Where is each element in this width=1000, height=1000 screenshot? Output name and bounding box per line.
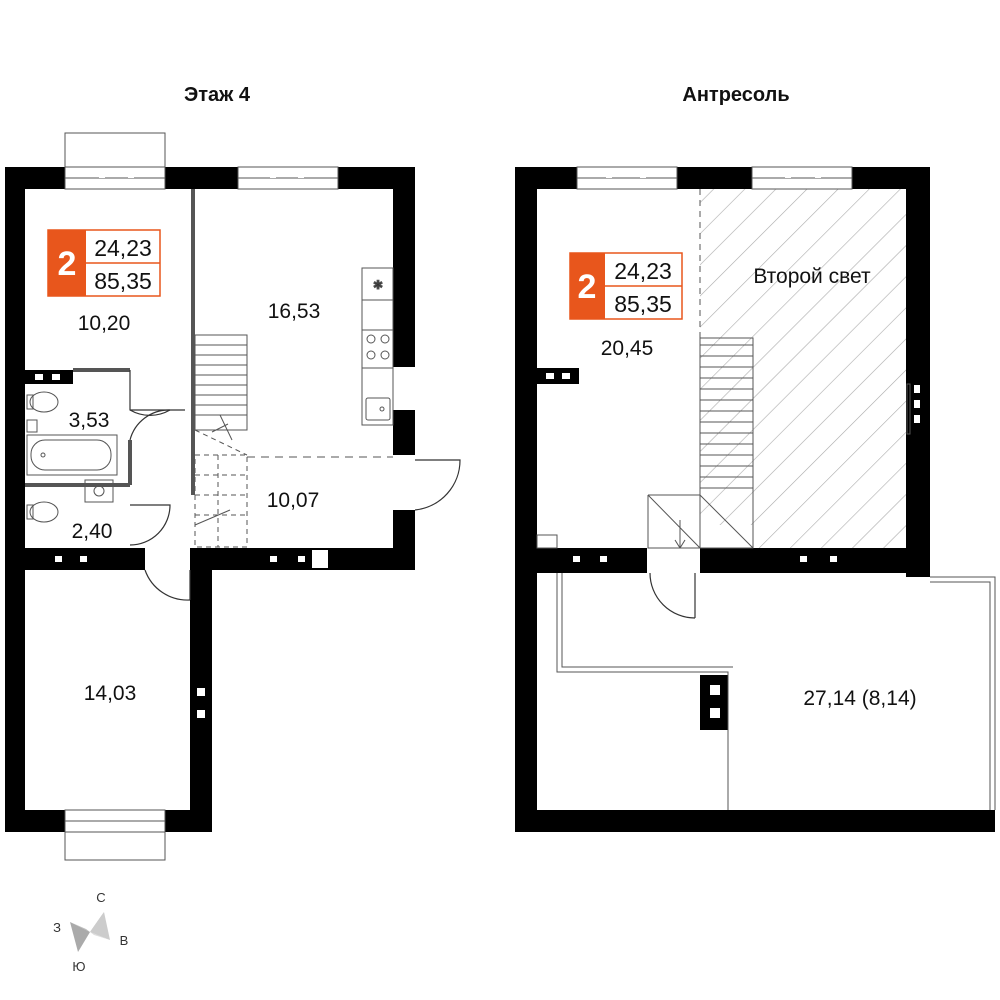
badge-total-area: 85,35 (94, 268, 152, 294)
double-height-area (700, 189, 906, 548)
bathroom-fixtures (26, 391, 118, 523)
badge-total-area: 85,35 (614, 291, 672, 317)
room-area-room: 14,03 (84, 682, 137, 705)
svg-text:✱: ✱ (373, 278, 383, 292)
floor-4-plan: Этаж 4 (5, 84, 461, 861)
compass-north-label: С (96, 890, 105, 905)
room-area-bathroom: 3,53 (69, 409, 110, 432)
badge-living-area: 24,23 (614, 258, 672, 284)
interior-walls (25, 189, 195, 495)
compass-west-label: З (53, 920, 61, 935)
doors (649, 572, 696, 619)
apartment-badge: 2 24,23 85,35 (47, 229, 161, 297)
windows (64, 132, 339, 861)
windows (576, 166, 853, 190)
room-area-hallway: 10,07 (267, 489, 320, 512)
room-area-bedroom: 10,20 (78, 312, 131, 335)
stairs (194, 334, 393, 548)
wall-notches (35, 173, 408, 718)
stairs (647, 337, 754, 549)
badge-room-count: 2 (58, 245, 77, 283)
mezzanine-title: Антресоль (682, 84, 789, 106)
room-area-terrace: 27,14 (8,14) (803, 687, 916, 710)
apartment-badge: 2 24,23 85,35 (569, 252, 683, 320)
compass-east-label: В (120, 933, 129, 948)
badge-room-count: 2 (578, 268, 597, 306)
wall-notches (546, 173, 920, 718)
doors (129, 370, 461, 601)
compass-south-label: Ю (72, 959, 85, 974)
double-height-label: Второй свет (753, 265, 871, 288)
kitchen-counter: ✱ (361, 267, 394, 426)
badge-living-area: 24,23 (94, 235, 152, 261)
mezzanine-plan: Антресоль (515, 84, 996, 832)
compass: С В Ю З (53, 890, 128, 974)
floor-4-title: Этаж 4 (184, 84, 251, 106)
room-area-wc: 2,40 (72, 520, 113, 543)
room-area-mezzanine: 20,45 (601, 337, 654, 360)
exterior-walls (515, 167, 995, 832)
room-area-kitchen-living: 16,53 (268, 300, 321, 323)
